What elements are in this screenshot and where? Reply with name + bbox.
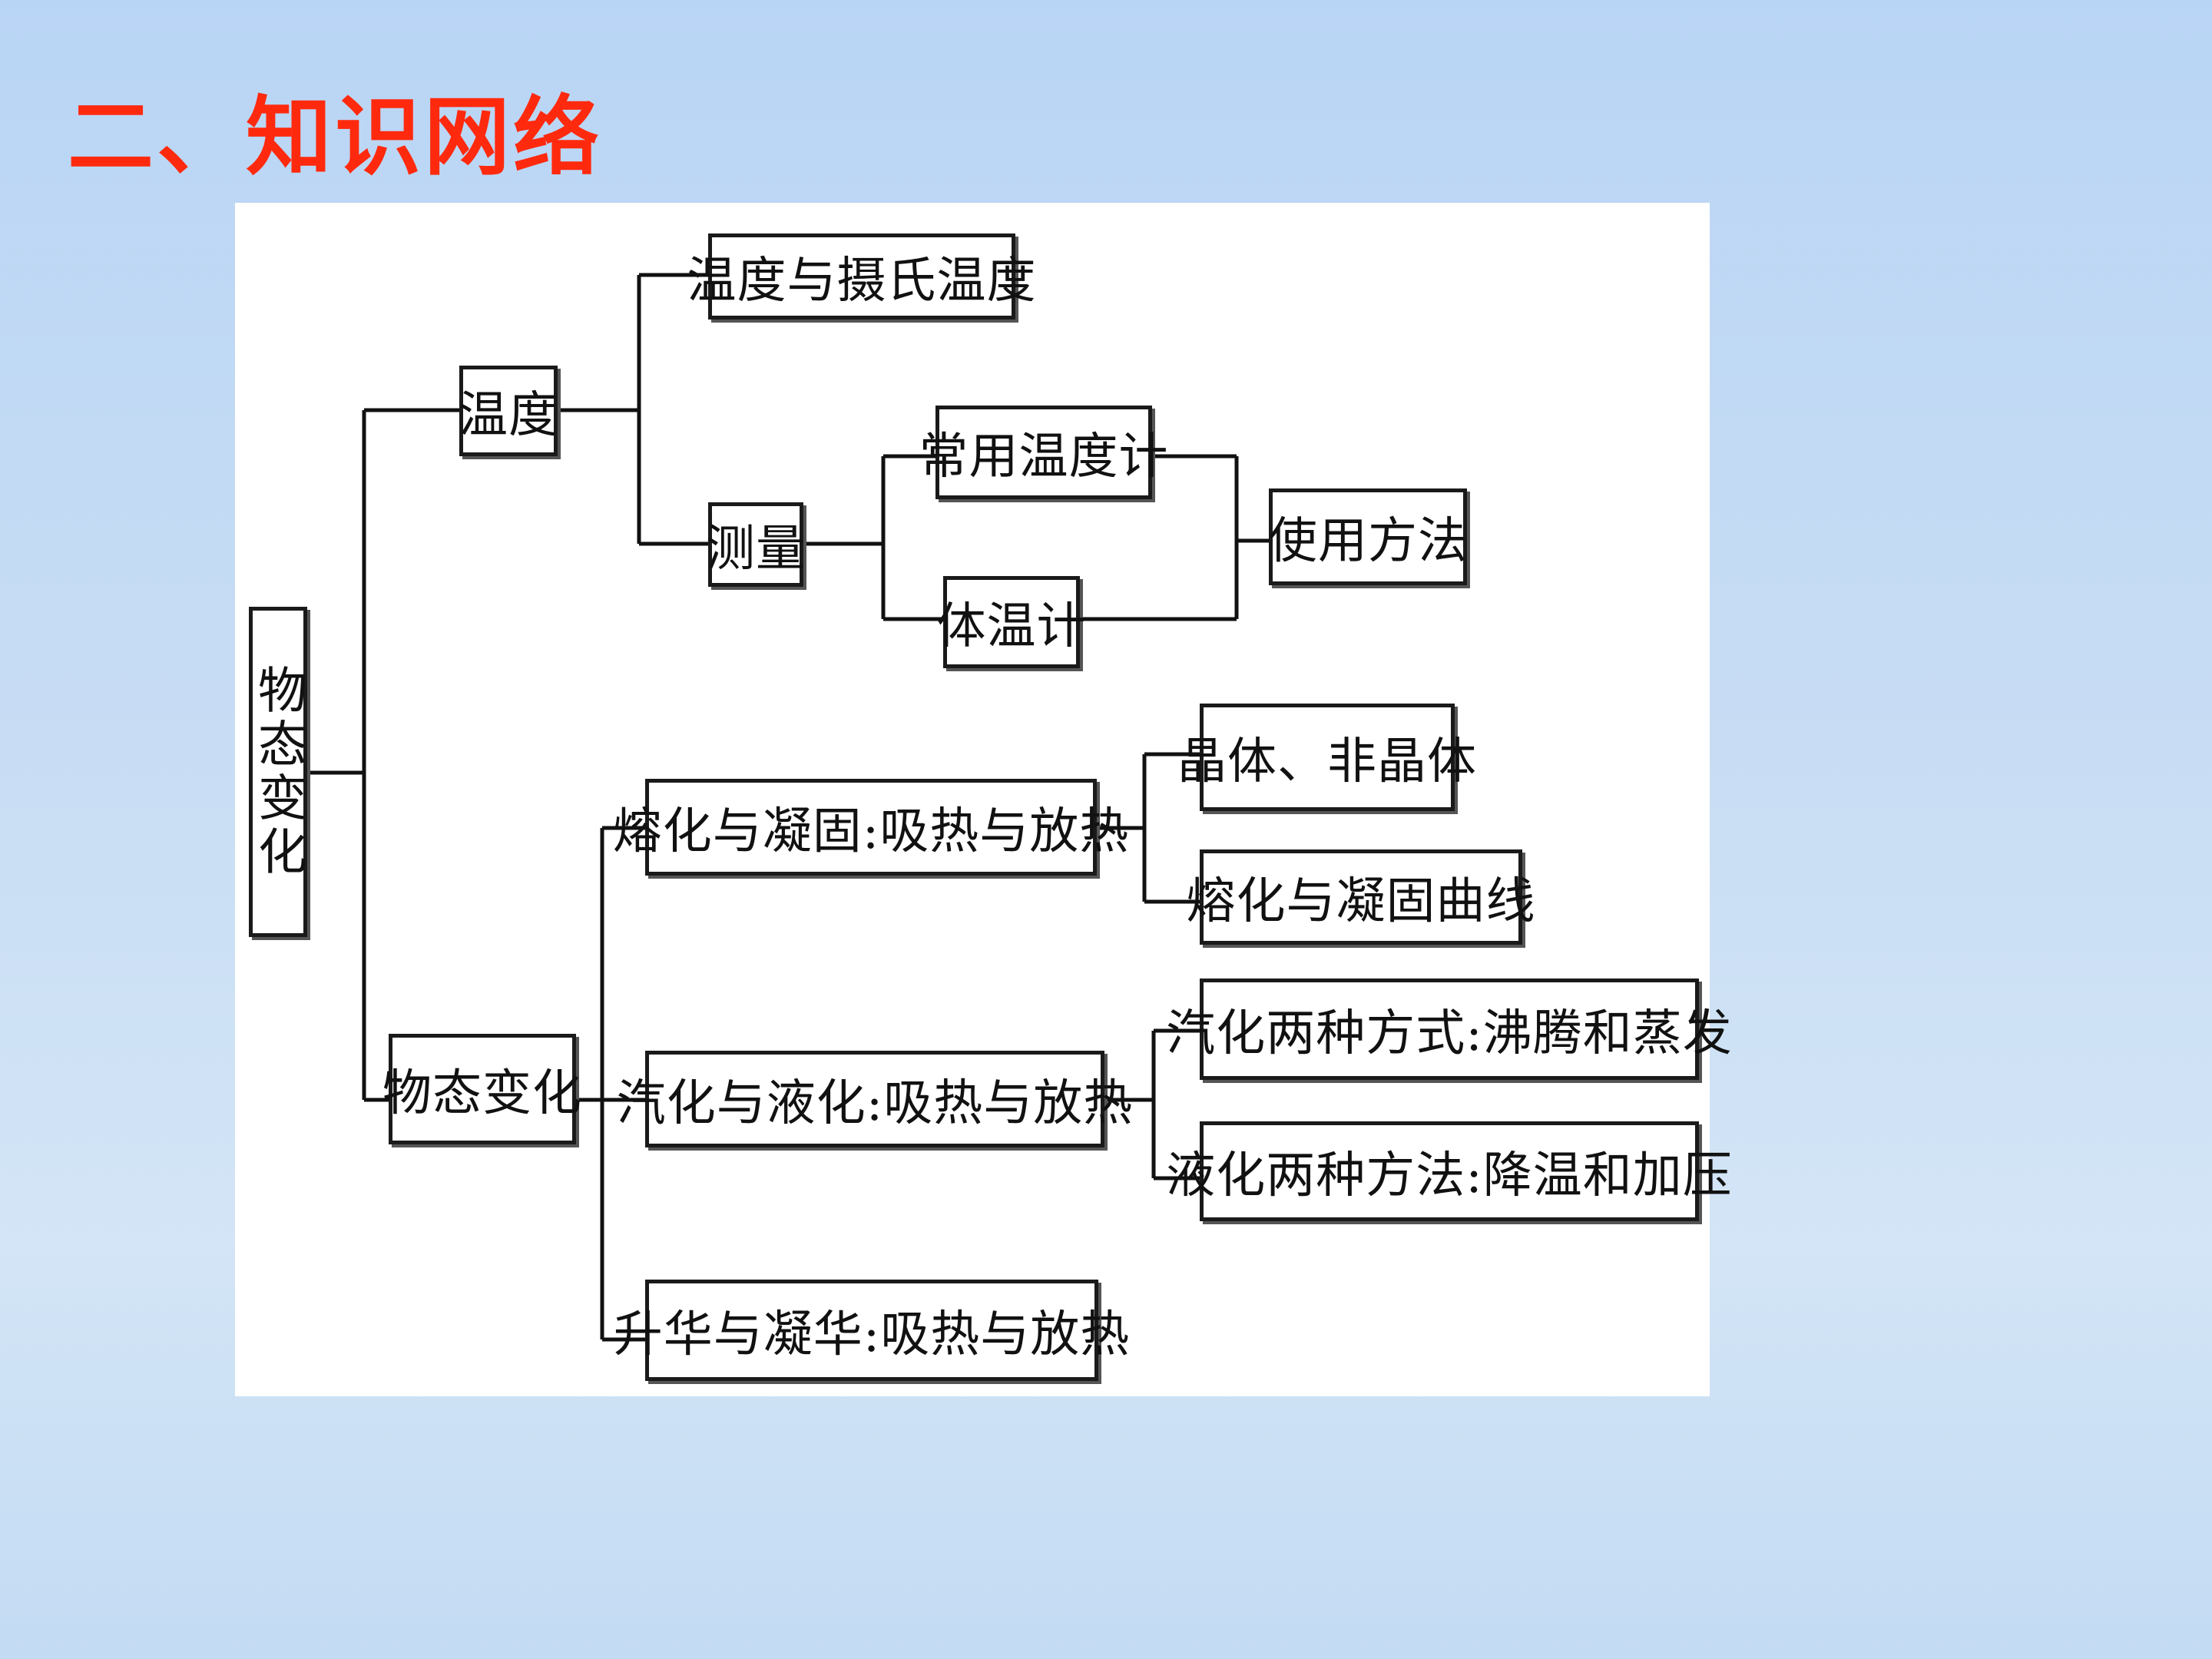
node-vaporization: 汽化与液化:吸热与放热 bbox=[617, 1051, 1132, 1147]
diagram-connectors bbox=[306, 273, 1269, 1342]
knowledge-network-diagram: 物态变化 温度 温度与摄氏温度 测量 常用温度计 体温计 使用方法 物态变化 熔… bbox=[235, 203, 1732, 1396]
slide-title: 二、知识网络 bbox=[68, 88, 602, 187]
node-liquefaction-ways: 液化两种方法:降温和加压 bbox=[1166, 1121, 1732, 1221]
node-state-change: 物态变化 bbox=[382, 1034, 581, 1144]
node-temperature: 温度 bbox=[459, 366, 558, 456]
node-melting: 熔化与凝固:吸热与放热 bbox=[613, 779, 1128, 876]
node-root: 物态变化 bbox=[249, 607, 307, 937]
node-measure: 测量 bbox=[706, 502, 805, 587]
node-sublimation: 升华与凝华:吸热与放热 bbox=[614, 1280, 1129, 1381]
node-vaporization-ways: 汽化两种方式:沸腾和蒸发 bbox=[1166, 979, 1732, 1080]
node-usage-method: 使用方法 bbox=[1268, 488, 1467, 585]
node-common-thermometer: 常用温度计 bbox=[919, 406, 1168, 499]
node-clinical-thermometer: 体温计 bbox=[937, 576, 1086, 668]
node-melting-curve: 熔化与凝固曲线 bbox=[1187, 849, 1535, 945]
node-crystal: 晶体、非晶体 bbox=[1177, 704, 1476, 811]
node-temperature-definition: 温度与摄氏温度 bbox=[687, 233, 1036, 320]
